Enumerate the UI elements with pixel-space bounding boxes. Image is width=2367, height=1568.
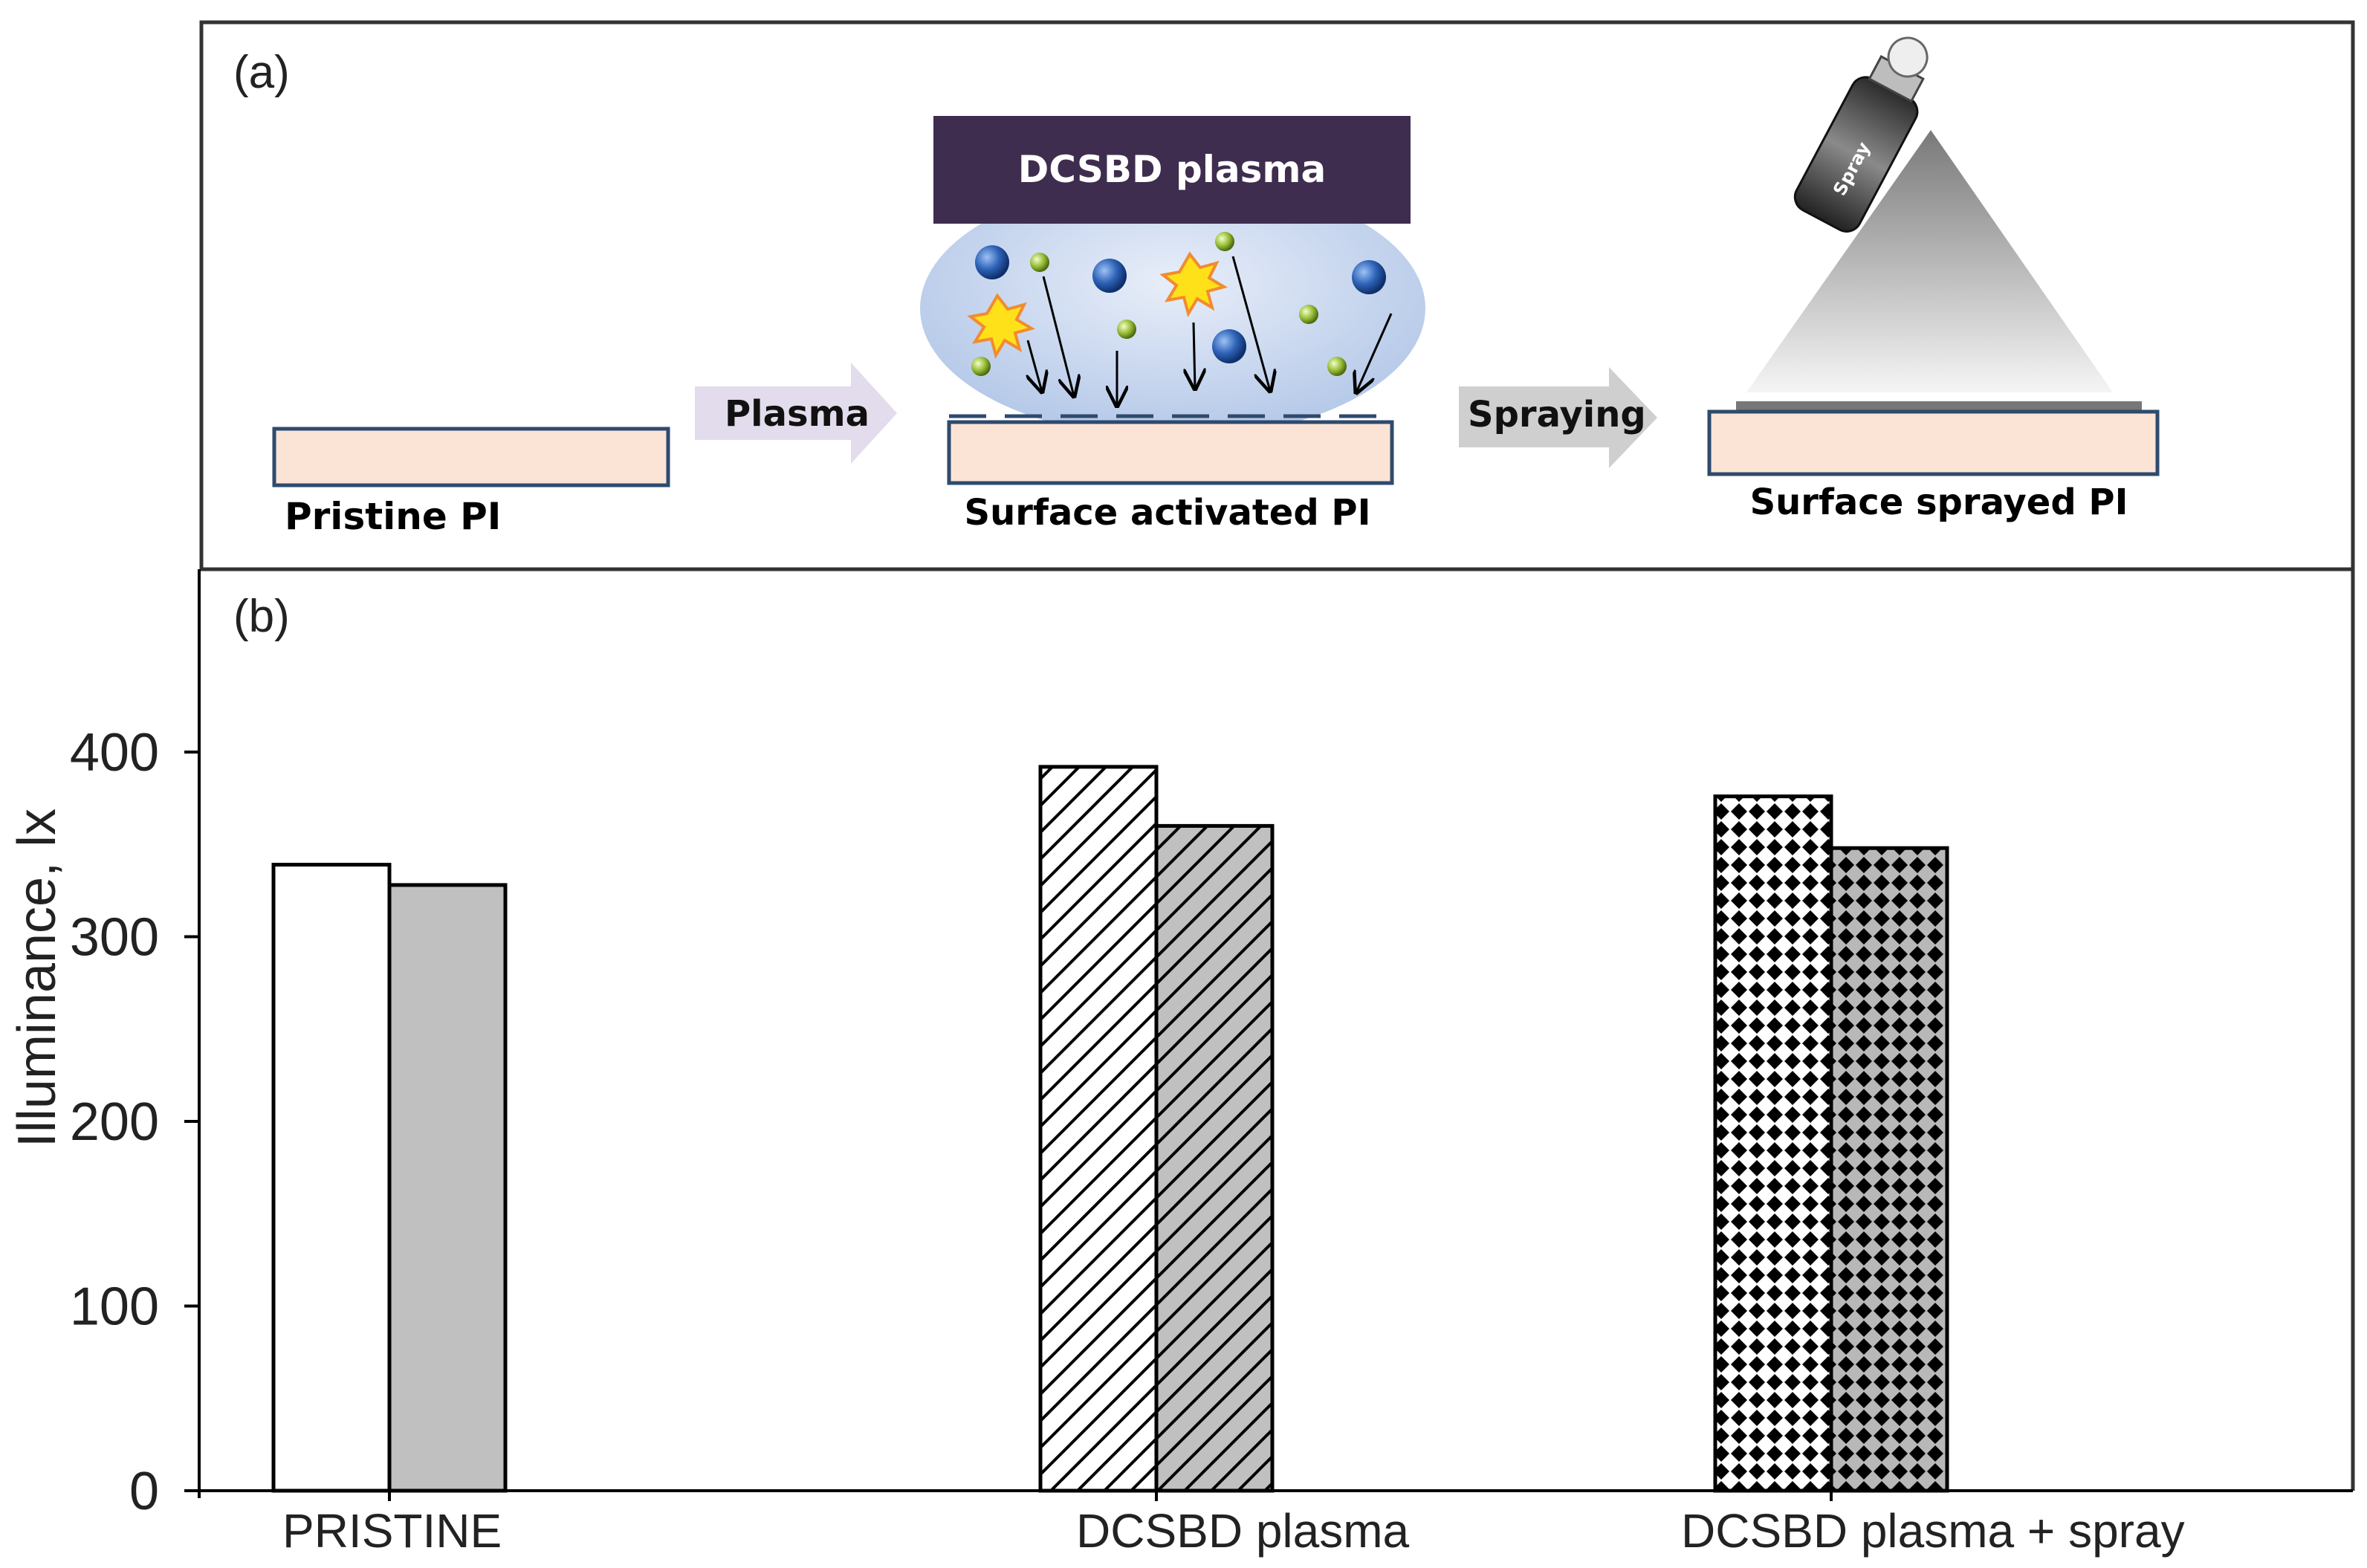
- dcsbd-plasma-box: [933, 116, 1411, 224]
- radical-sphere: [1299, 305, 1318, 324]
- plasma-arrow: [695, 363, 897, 464]
- spraying-arrow-label: Spraying: [1468, 394, 1646, 435]
- activated-pi-substrate: [947, 420, 1394, 485]
- bar-series1: [1038, 765, 1159, 1493]
- bar-series2: [1154, 823, 1275, 1493]
- flux-arrow: [1231, 256, 1270, 391]
- plasma-stage: DCSBD plasma Surface activated PI: [920, 116, 1425, 534]
- ion-sphere: [1352, 260, 1386, 294]
- dcsbd-plasma-box-label: DCSBD plasma: [1018, 148, 1326, 191]
- y-tick-label: 300: [70, 908, 159, 968]
- stage-label-sprayed: Surface sprayed PI: [1750, 482, 2128, 523]
- radical-sphere: [1327, 357, 1347, 376]
- panel-a-label: (a): [233, 47, 290, 98]
- y-axis-title: Illuminance, lx: [7, 809, 67, 1147]
- radical-sphere: [1117, 320, 1136, 339]
- bar-series2: [1829, 846, 1949, 1493]
- x-category-label: PRISTINE: [282, 1504, 502, 1558]
- panel-b-label: (b): [233, 591, 290, 642]
- flux-arrow: [1028, 340, 1042, 392]
- ion-sphere: [1212, 329, 1246, 363]
- spray-can-icon: Spray: [1793, 36, 1929, 233]
- stage-label-activated: Surface activated PI: [965, 492, 1371, 534]
- spray-stage: Spray Surface sprayed PI: [1707, 36, 2160, 523]
- bar-series1: [271, 863, 392, 1493]
- bars: [271, 765, 1949, 1493]
- y-tick-label: 100: [70, 1277, 159, 1337]
- sprayed-pi-substrate: [1707, 409, 2160, 476]
- bar-series1: [1713, 794, 1833, 1493]
- plasma-arrow-label: Plasma: [725, 393, 870, 435]
- x-category-label: DCSBD plasma: [1076, 1504, 1410, 1558]
- flux-arrow: [1194, 322, 1195, 389]
- x-category-label: DCSBD plasma + spray: [1681, 1504, 2185, 1558]
- radical-sphere: [1215, 232, 1234, 251]
- flux-arrow: [1042, 276, 1074, 396]
- excitation-burst: [967, 293, 1036, 360]
- radical-sphere: [1030, 253, 1049, 272]
- pristine-pi-substrate: [272, 427, 670, 487]
- excitation-burst: [1159, 251, 1228, 318]
- stage-label-pristine: Pristine PI: [285, 495, 501, 538]
- ion-sphere: [975, 245, 1009, 279]
- panel-b-frame: [201, 567, 2355, 1491]
- y-tick-label: 200: [70, 1092, 159, 1152]
- panel-b: (b) Illuminance, lx 0 100 200 300 400PRISTIN…: [7, 567, 2355, 1558]
- spray-cone: [1746, 130, 2113, 392]
- ion-sphere: [1092, 259, 1127, 293]
- y-tick-label: 0: [129, 1462, 159, 1521]
- radical-sphere: [971, 357, 991, 376]
- y-tick-label: 400: [70, 723, 159, 783]
- bar-series2: [387, 883, 508, 1493]
- panel-a: (a) Pristine PI Plasma DCSBD plasma: [199, 20, 2355, 571]
- spraying-arrow: [1459, 367, 1657, 468]
- flux-arrow: [1356, 313, 1393, 392]
